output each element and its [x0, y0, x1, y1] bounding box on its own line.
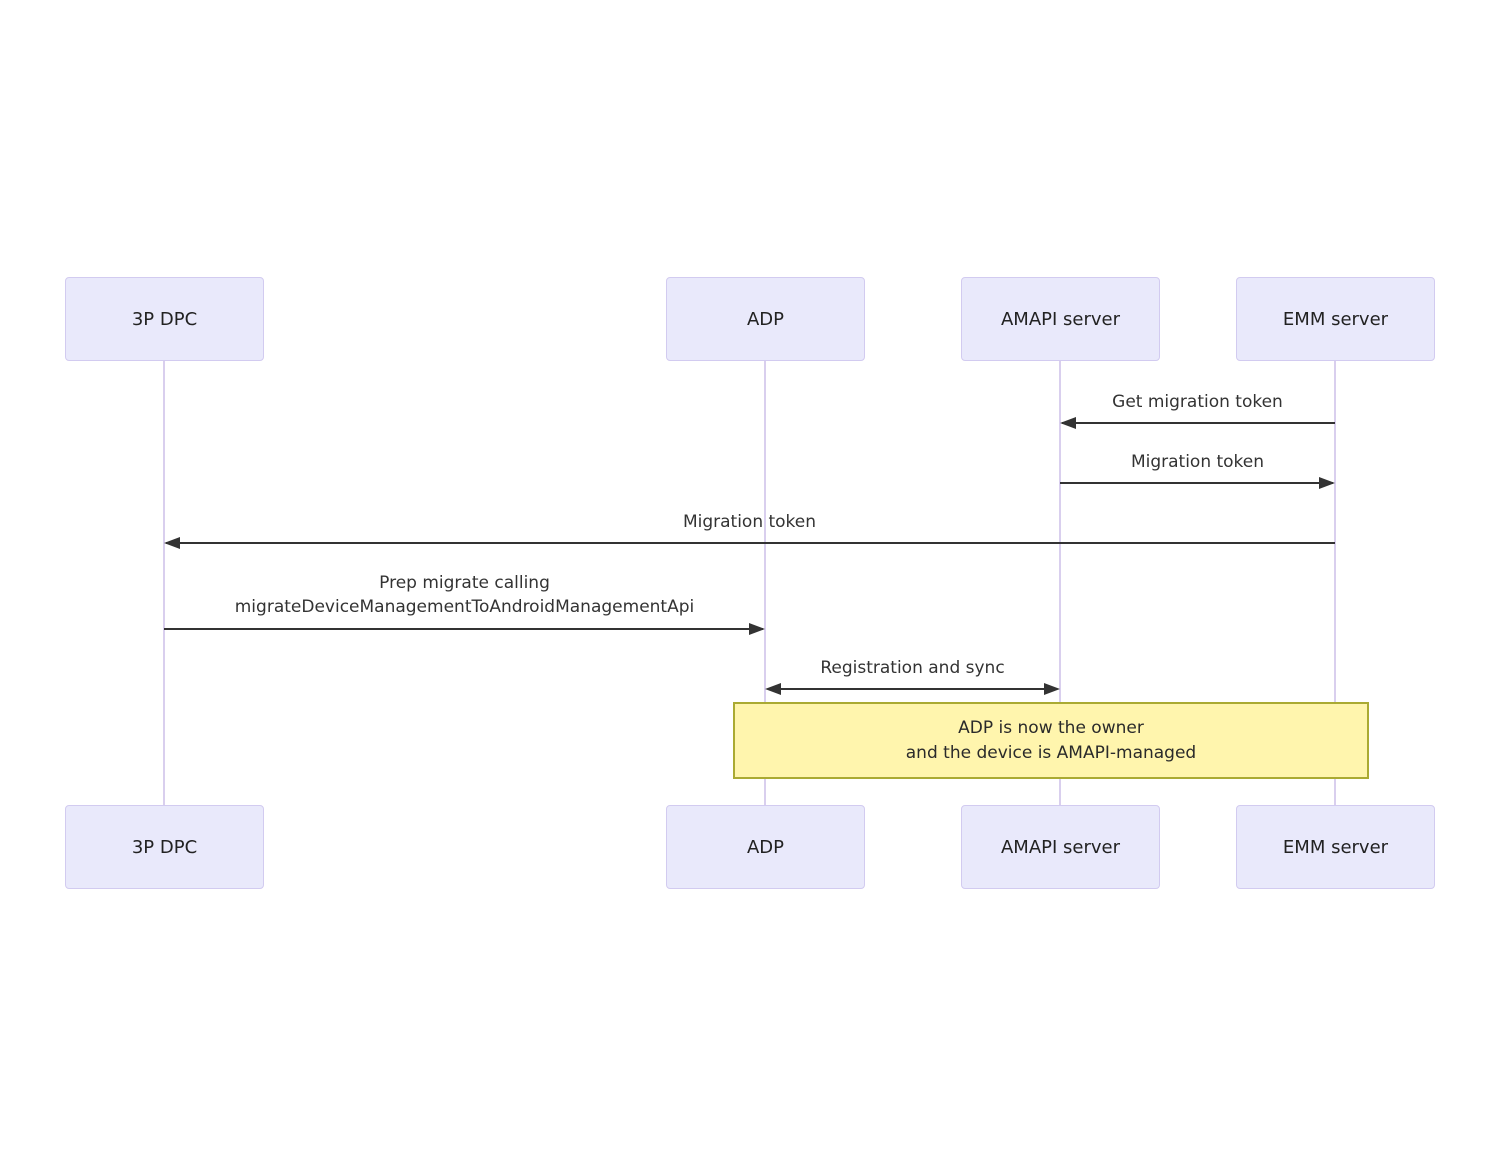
- actor-top-3p-dpc: 3P DPC: [65, 277, 264, 361]
- message-line: [1062, 422, 1335, 424]
- message-line: [1060, 482, 1333, 484]
- actor-label: AMAPI server: [1000, 308, 1121, 330]
- actor-bottom-3p-dpc: 3P DPC: [65, 805, 264, 889]
- message-label-line2: migrateDeviceManagementToAndroidManageme…: [234, 597, 695, 617]
- message-label-line1: Prep migrate calling: [379, 573, 550, 593]
- note-line2: and the device is AMAPI-managed: [905, 742, 1197, 763]
- actor-top-adp: ADP: [666, 277, 865, 361]
- message-label-migration-token-long: Migration token: [682, 512, 817, 532]
- arrowhead-left-icon: [164, 537, 180, 549]
- lifeline-emm-server: [1334, 361, 1336, 805]
- actor-label: AMAPI server: [1000, 836, 1121, 858]
- actor-bottom-emm-server: EMM server: [1236, 805, 1435, 889]
- actor-label: ADP: [746, 308, 785, 330]
- arrowhead-right-icon: [749, 623, 765, 635]
- lifeline-adp: [764, 361, 766, 805]
- actor-bottom-amapi-server: AMAPI server: [961, 805, 1160, 889]
- note-adp-owner: ADP is now the owner and the device is A…: [733, 702, 1369, 779]
- message-line: [166, 542, 1335, 544]
- lifeline-amapi-server: [1059, 361, 1061, 805]
- message-label-registration-and-sync: Registration and sync: [820, 658, 1005, 678]
- message-label-get-migration-token: Get migration token: [1112, 392, 1283, 412]
- message-label-migration-token: Migration token: [1130, 452, 1265, 472]
- actor-bottom-adp: ADP: [666, 805, 865, 889]
- message-label-prep-migrate: Prep migrate calling migrateDeviceManage…: [164, 571, 765, 619]
- note-line1: ADP is now the owner: [958, 717, 1144, 738]
- actor-top-amapi-server: AMAPI server: [961, 277, 1160, 361]
- actor-label: 3P DPC: [131, 836, 198, 858]
- lifeline-3p-dpc: [163, 361, 165, 805]
- actor-top-emm-server: EMM server: [1236, 277, 1435, 361]
- arrowhead-left-icon: [1060, 417, 1076, 429]
- message-line: [164, 628, 763, 630]
- message-line: [778, 688, 1047, 690]
- arrowhead-left-icon: [765, 683, 781, 695]
- actor-label: EMM server: [1282, 308, 1389, 330]
- arrowhead-right-icon: [1319, 477, 1335, 489]
- arrowhead-right-icon: [1044, 683, 1060, 695]
- actor-label: ADP: [746, 836, 785, 858]
- actor-label: 3P DPC: [131, 308, 198, 330]
- actor-label: EMM server: [1282, 836, 1389, 858]
